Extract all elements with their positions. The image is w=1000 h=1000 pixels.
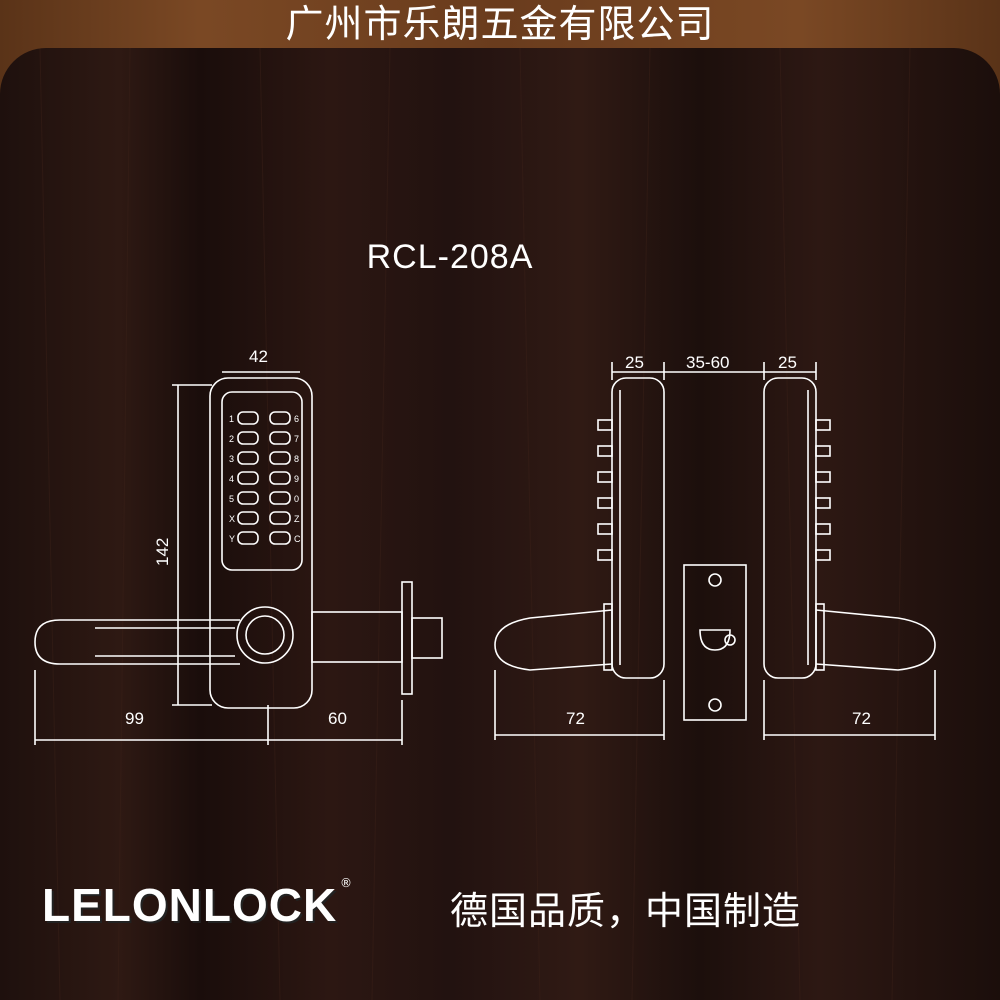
dimension-labels: 42 142 99 60 25 35-60 25 72 72 xyxy=(125,347,871,728)
product-drawing-panel: RCL-208A xyxy=(0,48,1000,1000)
key-labels: 1 2 3 4 5 X Y 6 7 8 9 0 Z C xyxy=(229,414,301,544)
key-label-left: 4 xyxy=(229,474,234,484)
key-label-right: C xyxy=(294,534,301,544)
left-lever xyxy=(494,609,613,671)
drawing-svg xyxy=(0,48,1000,1000)
keypad-keys xyxy=(237,411,291,545)
wood-grain xyxy=(39,48,911,1000)
dim-right-body: 25 xyxy=(778,353,797,372)
dim-right-handle: 72 xyxy=(852,709,871,728)
dim-left-handle: 72 xyxy=(566,709,585,728)
right-side-buttons xyxy=(815,419,831,561)
dim-backset: 60 xyxy=(328,709,347,728)
key-label-left: 3 xyxy=(229,454,234,464)
key-label-left: Y xyxy=(229,534,235,544)
dim-width: 42 xyxy=(249,347,268,366)
dim-door-thickness: 35-60 xyxy=(686,353,729,372)
side-view xyxy=(494,362,936,740)
left-side-buttons xyxy=(597,419,613,561)
key-label-right: 9 xyxy=(294,474,299,484)
key-label-left: 1 xyxy=(229,414,234,424)
right-lever xyxy=(815,609,936,671)
key-label-left: X xyxy=(229,514,235,524)
handle-rose xyxy=(236,606,294,664)
strike-plate xyxy=(683,564,747,721)
company-name: 广州市乐朗五金有限公司 xyxy=(285,2,715,46)
lever-handle xyxy=(34,619,240,665)
key-label-right: 8 xyxy=(294,454,299,464)
slogan: 德国品质，中国制造 xyxy=(450,889,802,933)
wood-background xyxy=(0,48,1000,1000)
dim-left-body: 25 xyxy=(625,353,644,372)
key-label-right: 6 xyxy=(294,414,299,424)
key-label-right: 0 xyxy=(294,494,299,504)
dim-height: 142 xyxy=(153,538,172,566)
key-label-right: Z xyxy=(294,514,300,524)
dim-handle-length: 99 xyxy=(125,709,144,728)
brand-logo: LELONLOCK xyxy=(42,879,338,931)
latch-faceplate xyxy=(401,581,413,695)
keypad-face xyxy=(221,391,303,571)
key-label-left: 5 xyxy=(229,494,234,504)
front-view xyxy=(34,371,443,745)
model-number: RCL-208A xyxy=(366,238,534,276)
registered-mark: ® xyxy=(340,876,352,890)
keypad-body xyxy=(209,377,313,709)
key-label-right: 7 xyxy=(294,434,299,444)
key-label-left: 2 xyxy=(229,434,234,444)
